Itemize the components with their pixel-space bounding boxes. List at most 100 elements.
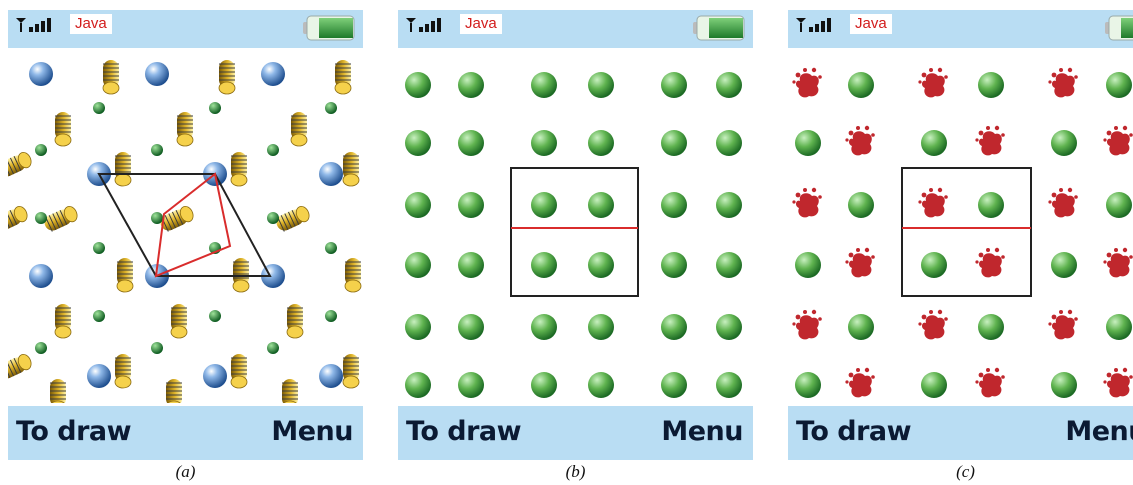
green-atom (716, 314, 742, 340)
blue-atom (319, 162, 343, 186)
green-atom (35, 342, 47, 354)
green-atom (716, 372, 742, 398)
softkey-bar: To draw Menu (788, 406, 1133, 460)
green-atom (1106, 314, 1132, 340)
green-atom (267, 144, 279, 156)
green-atom (531, 72, 557, 98)
signal-strength-icon (796, 18, 831, 32)
battery-icon (693, 15, 745, 41)
green-atom (93, 102, 105, 114)
green-atom (661, 372, 687, 398)
gold-cylinder (342, 151, 360, 187)
green-atom (795, 130, 821, 156)
green-atom (405, 130, 431, 156)
green-atom (921, 252, 947, 278)
green-atom (458, 372, 484, 398)
red-defect (918, 309, 948, 340)
red-defect (918, 67, 948, 98)
green-atom (588, 72, 614, 98)
green-atom (716, 192, 742, 218)
red-defect (1103, 247, 1133, 278)
gold-cylinder (165, 378, 183, 414)
gold-cylinder (230, 353, 248, 389)
green-atom (661, 252, 687, 278)
green-atom (588, 314, 614, 340)
blue-atom (261, 62, 285, 86)
crystal-lattice-drawing (8, 59, 362, 414)
red-defect (1048, 309, 1078, 340)
panel-caption-a: (a) (175, 462, 196, 481)
blue-atom (203, 364, 227, 388)
green-atom (795, 252, 821, 278)
lattice-scene-b (398, 48, 753, 403)
green-atom (325, 242, 337, 254)
to-draw-softkey[interactable]: To draw (16, 416, 132, 447)
green-atom (1106, 192, 1132, 218)
green-atom (458, 252, 484, 278)
gold-cylinder (273, 203, 313, 234)
green-atom (795, 372, 821, 398)
red-defect (792, 67, 822, 98)
gold-cylinder (116, 257, 134, 293)
battery-icon (303, 15, 355, 41)
green-atom (405, 252, 431, 278)
green-atom (921, 130, 947, 156)
green-atom (716, 72, 742, 98)
gold-cylinder (176, 111, 194, 147)
green-atom (209, 102, 221, 114)
panel-caption-c: (c) (956, 462, 975, 481)
green-atom (588, 130, 614, 156)
gold-cylinder (8, 351, 35, 382)
blue-atom (145, 62, 169, 86)
app-label: Java (850, 14, 892, 34)
green-atom (405, 372, 431, 398)
red-defect (1048, 187, 1078, 218)
gold-cylinder (290, 111, 308, 147)
unit-cell-outline (901, 167, 1032, 297)
green-atom (151, 212, 163, 224)
red-defect (792, 309, 822, 340)
gold-cylinder (334, 59, 352, 95)
defect-lattice-drawing (792, 67, 1133, 398)
green-atom (1106, 72, 1132, 98)
menu-softkey[interactable]: Menu (1065, 416, 1133, 447)
green-atom (531, 252, 557, 278)
green-atom (405, 192, 431, 218)
red-defect (975, 125, 1005, 156)
menu-softkey[interactable]: Menu (661, 416, 743, 447)
softkey-bar: To draw Menu (8, 406, 363, 460)
gold-cylinder (230, 151, 248, 187)
green-atom (1051, 130, 1077, 156)
gold-cylinder (344, 257, 362, 293)
blue-atom (29, 264, 53, 288)
unit-cell-outline (510, 167, 639, 297)
status-bar: Java (398, 10, 753, 48)
lattice-scene-a (8, 48, 363, 414)
green-atom (93, 310, 105, 322)
green-atom (921, 372, 947, 398)
green-atom (458, 72, 484, 98)
green-atom (661, 130, 687, 156)
green-atom (531, 314, 557, 340)
gold-cylinder (41, 203, 81, 234)
to-draw-softkey[interactable]: To draw (406, 416, 522, 447)
green-atom (716, 252, 742, 278)
green-atom (661, 72, 687, 98)
green-atom (716, 130, 742, 156)
gold-cylinder (114, 353, 132, 389)
to-draw-softkey[interactable]: To draw (796, 416, 912, 447)
square-lattice-drawing (405, 72, 742, 398)
green-atom (458, 192, 484, 218)
blue-atom (29, 62, 53, 86)
green-atom (661, 192, 687, 218)
green-atom (588, 372, 614, 398)
green-atom (661, 314, 687, 340)
red-defect (975, 367, 1005, 398)
green-atom (588, 192, 614, 218)
softkey-bar: To draw Menu (398, 406, 753, 460)
green-atom (405, 72, 431, 98)
green-atom (458, 314, 484, 340)
green-atom (1051, 252, 1077, 278)
menu-softkey[interactable]: Menu (271, 416, 353, 447)
red-defect (1048, 67, 1078, 98)
